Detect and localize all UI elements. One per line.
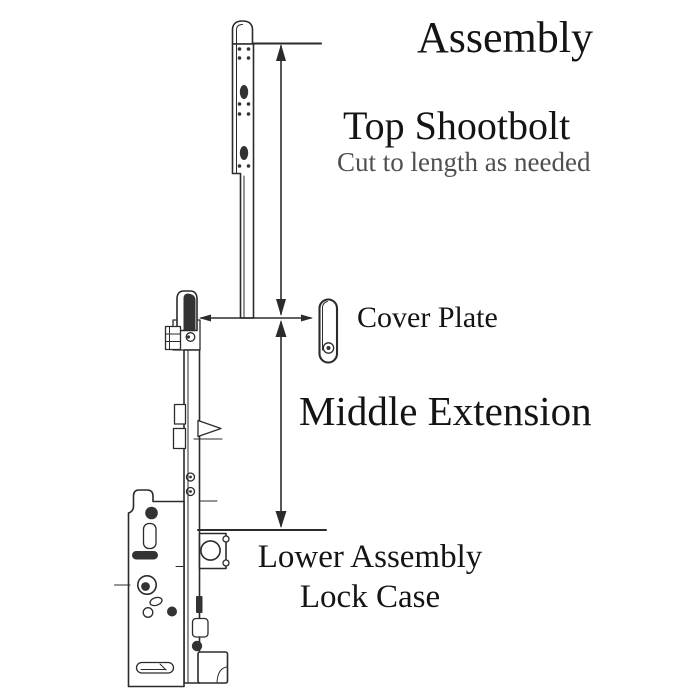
case-oval-hole — [149, 596, 163, 607]
cover-plate-drawing — [318, 298, 339, 364]
shootbolt-body — [231, 43, 255, 319]
latch-tongue — [197, 419, 222, 438]
dimension-top-shootbolt — [252, 42, 323, 316]
lower-assembly-lock-case-label: Lower Assembly Lock Case — [245, 537, 495, 617]
shootbolt-slot-holes — [239, 85, 249, 160]
cover-plate-screw-hole — [322, 342, 335, 354]
arrowhead-up — [275, 320, 287, 337]
case-bottom-slot — [135, 661, 175, 674]
faceplate-square-port — [191, 617, 209, 638]
dimension-middle-extension — [196, 320, 328, 532]
mid-extension-line — [199, 314, 313, 322]
arrowhead-right — [301, 314, 313, 322]
middle-extension-label: Middle Extension — [299, 388, 592, 434]
arrowhead-up — [276, 44, 286, 61]
arrowhead-left — [199, 314, 211, 322]
faceplate-dark-hole — [191, 640, 203, 652]
case-round-hole — [142, 607, 154, 618]
shootbolt-rivet-holes — [237, 47, 251, 168]
assembly-label: Assembly — [417, 13, 593, 62]
cut-to-length-note: Cut to length as needed — [337, 147, 591, 177]
lock-case-drawing — [114, 489, 230, 688]
cover-plate-label: Cover Plate — [357, 301, 498, 334]
top-shootbolt-drawing — [231, 20, 255, 319]
case-dark-hole — [167, 606, 177, 617]
roller-cam — [200, 540, 221, 561]
bottom-lock-block — [197, 651, 229, 684]
case-slot — [142, 522, 157, 550]
rail-screw-holes — [185, 472, 196, 497]
lower-assembly-line2: Lock Case — [299, 579, 441, 615]
rail-clamp-block — [164, 325, 182, 351]
case-dark-slot — [132, 551, 158, 560]
case-pin-hole — [145, 506, 158, 520]
arrowhead-down — [276, 299, 286, 316]
faceplate-dark-bar — [196, 596, 203, 613]
middle-extension-rail-drawing — [164, 290, 223, 684]
top-shootbolt-label: Top Shootbolt — [343, 103, 571, 148]
rail-clip — [172, 427, 187, 450]
arrowhead-down — [275, 511, 287, 528]
rail-clip — [173, 403, 187, 425]
lower-assembly-line1: Lower Assembly — [257, 539, 483, 575]
